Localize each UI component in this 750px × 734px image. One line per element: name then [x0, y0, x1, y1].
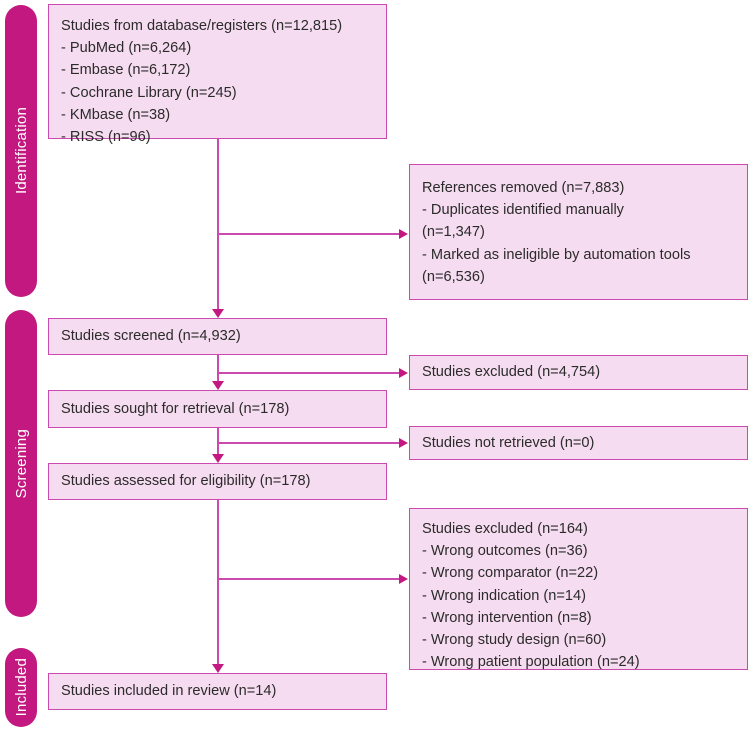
box-records-identified[interactable]: Studies from database/registers (n=12,81…: [48, 4, 387, 145]
connector-sought-to-not-retrieved: [217, 442, 400, 444]
box-studies-screened[interactable]: Studies screened (n=4,932): [48, 318, 387, 355]
box-studies-screened-text: Studies screened (n=4,932): [61, 328, 241, 345]
connector-screened-to-sought: [217, 355, 219, 383]
box-references-removed[interactable]: References removed (n=7,883) - Duplicate…: [409, 164, 748, 300]
box-references-removed-text: References removed (n=7,883) - Duplicate…: [422, 180, 691, 285]
box-studies-included[interactable]: Studies included in review (n=14): [48, 673, 387, 710]
box-studies-not-retrieved[interactable]: Studies not retrieved (n=0): [409, 426, 748, 460]
arrowhead-assessed-to-included: [212, 664, 224, 673]
box-studies-not-retrieved-text: Studies not retrieved (n=0): [422, 434, 595, 451]
connector-screened-to-excluded: [217, 372, 400, 374]
arrowhead-identified-to-removed: [399, 228, 408, 239]
box-studies-sought[interactable]: Studies sought for retrieval (n=178): [48, 390, 387, 428]
arrowhead-screened-to-excluded: [399, 367, 408, 378]
arrowhead-sought-to-not-retrieved: [399, 437, 408, 448]
stage-band-identification: Identification: [5, 5, 37, 297]
connector-identified-to-screened: [217, 139, 219, 311]
box-studies-assessed-text: Studies assessed for eligibility (n=178): [61, 473, 311, 490]
box-studies-excluded-screening[interactable]: Studies excluded (n=4,754): [409, 355, 748, 390]
box-studies-assessed[interactable]: Studies assessed for eligibility (n=178): [48, 463, 387, 500]
arrowhead-screened-to-sought: [212, 381, 224, 390]
stage-band-identification-label: Identification: [12, 107, 30, 195]
box-studies-excluded-eligibility-text: Studies excluded (n=164) - Wrong outcome…: [422, 521, 640, 671]
box-studies-excluded-eligibility[interactable]: Studies excluded (n=164) - Wrong outcome…: [409, 508, 748, 670]
connector-identified-to-removed: [217, 233, 400, 235]
box-studies-excluded-screening-text: Studies excluded (n=4,754): [422, 364, 601, 381]
stage-band-screening-label: Screening: [12, 428, 30, 499]
arrowhead-assessed-to-excluded-eligibility: [399, 573, 408, 584]
stage-band-included: Included: [5, 648, 37, 727]
stage-band-included-label: Included: [12, 658, 30, 717]
arrowhead-sought-to-assessed: [212, 454, 224, 463]
box-studies-included-text: Studies included in review (n=14): [61, 683, 277, 700]
box-records-identified-text: Studies from database/registers (n=12,81…: [61, 18, 343, 145]
stage-band-screening: Screening: [5, 310, 37, 617]
connector-assessed-to-included: [217, 500, 219, 666]
connector-assessed-to-excluded-eligibility: [217, 578, 400, 580]
box-studies-sought-text: Studies sought for retrieval (n=178): [61, 400, 290, 417]
arrowhead-identified-to-screened: [212, 309, 224, 318]
